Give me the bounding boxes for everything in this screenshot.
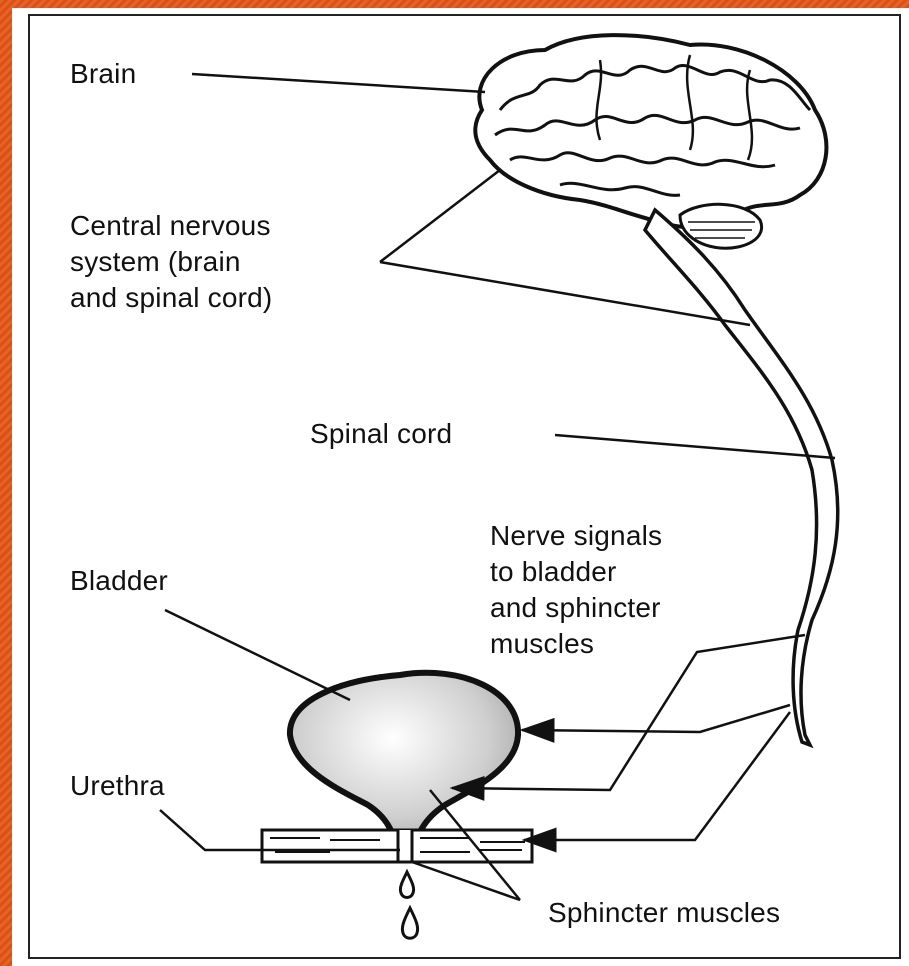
label-central-nervous-system: Central nervous system (brain and spinal… xyxy=(70,208,272,316)
label-bladder: Bladder xyxy=(70,563,168,599)
urine-drops-graphic xyxy=(400,872,417,938)
sphincter-band-graphic xyxy=(262,830,532,862)
label-nerve-signals: Nerve signals to bladder and sphincter m… xyxy=(490,518,662,662)
bladder-leader-line xyxy=(165,610,350,700)
brain-leader-line xyxy=(192,74,485,92)
spinal-cord-leader-line xyxy=(555,435,835,458)
label-spinal-cord: Spinal cord xyxy=(310,416,452,452)
label-brain: Brain xyxy=(70,56,136,92)
label-sphincter-muscles: Sphincter muscles xyxy=(548,895,780,931)
cns-leader-line-brain xyxy=(380,170,500,262)
spinal-cord-graphic xyxy=(645,210,838,745)
label-urethra: Urethra xyxy=(70,768,165,804)
